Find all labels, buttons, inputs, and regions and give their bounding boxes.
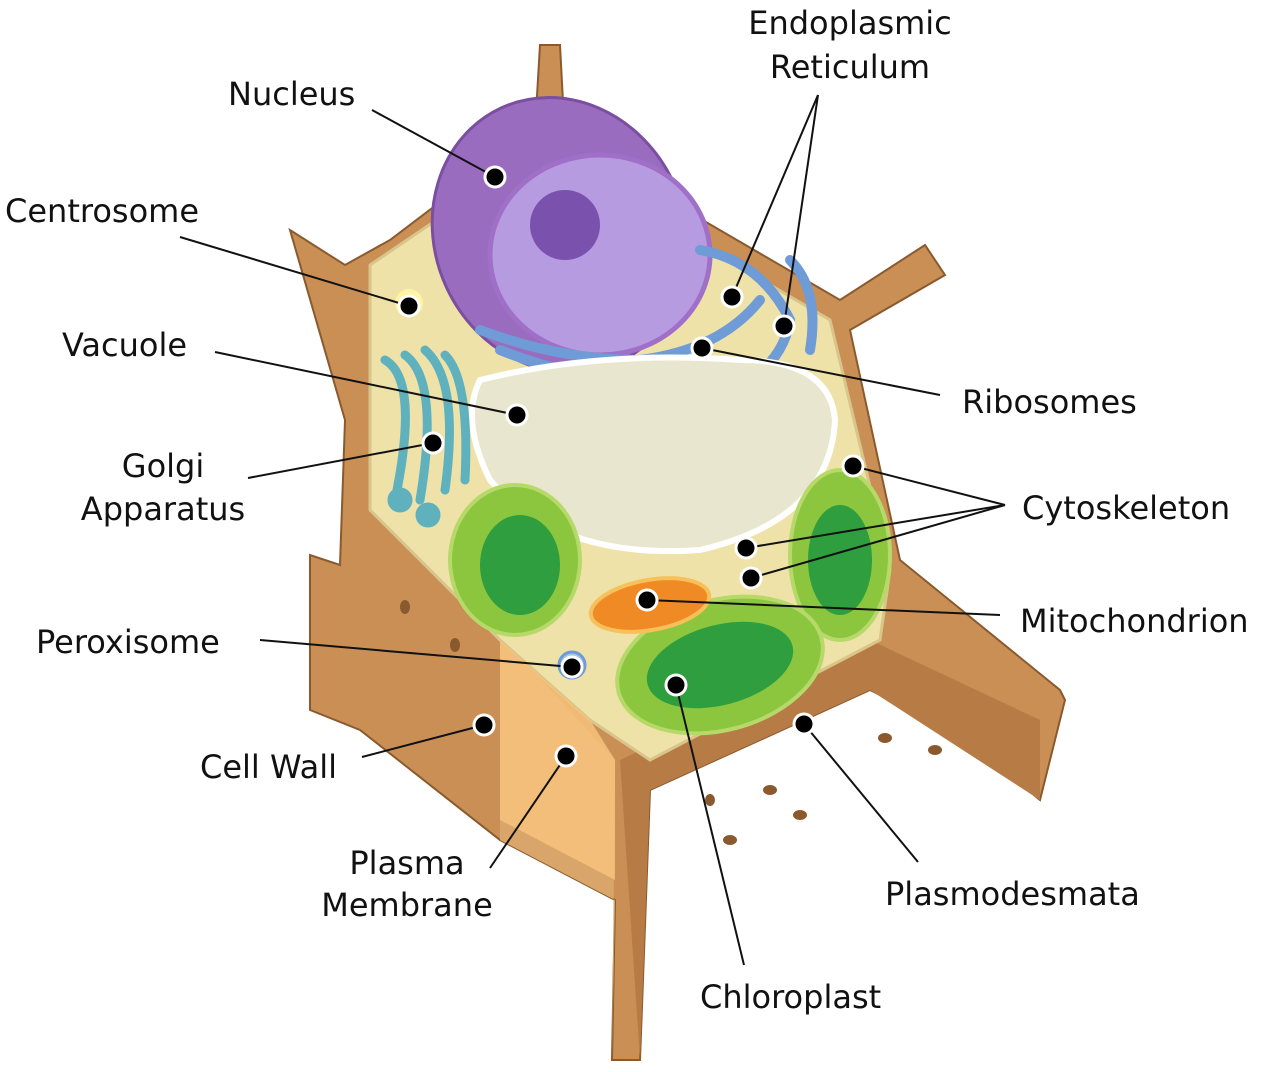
label-peroxisome: Peroxisome (36, 623, 220, 661)
leader-lines (179, 94, 1006, 966)
label-mitochondrion: Mitochondrion (1020, 602, 1249, 640)
label-er-line1: Endoplasmic (748, 4, 952, 42)
chloroplast-dot (664, 673, 688, 697)
er-dot-2 (772, 314, 796, 338)
label-cell-wall: Cell Wall (200, 748, 337, 786)
label-ribosomes: Ribosomes (962, 383, 1137, 421)
cytoskeleton-dot-3 (739, 566, 763, 590)
plasma-membrane-dot (554, 744, 578, 768)
cytoskeleton-dot-1 (841, 454, 865, 478)
golgi-dot (421, 431, 445, 455)
centrosome-dot (397, 294, 421, 318)
vacuole-dot (505, 403, 529, 427)
label-nucleus: Nucleus (228, 75, 355, 113)
label-vacuole: Vacuole (62, 326, 187, 364)
label-plasma-line1: Plasma (349, 844, 464, 882)
pointer-dots (397, 165, 865, 768)
label-plasmodesmata: Plasmodesmata (885, 875, 1140, 913)
er-dot-1 (720, 285, 744, 309)
mitochondrion-dot (635, 588, 659, 612)
label-chloroplast: Chloroplast (700, 978, 881, 1016)
peroxisome-dot (560, 655, 584, 679)
chloroplast-left (448, 483, 582, 637)
label-golgi-line1: Golgi (122, 447, 204, 485)
cell-wall-dot (472, 713, 496, 737)
plasmodesmata-pores (400, 600, 942, 845)
nucleus-dot (483, 165, 507, 189)
labels: Nucleus Endoplasmic Reticulum Centrosome… (5, 4, 1249, 1016)
ribosomes-dot (690, 336, 714, 360)
plasmodesmata-dot (792, 712, 816, 736)
label-golgi-line2: Apparatus (81, 490, 245, 528)
cytoskeleton-dot-2 (734, 536, 758, 560)
label-er-line2: Reticulum (770, 48, 930, 86)
label-cytoskeleton: Cytoskeleton (1022, 489, 1230, 527)
label-centrosome: Centrosome (5, 192, 199, 230)
chloroplast-right (788, 468, 892, 642)
label-plasma-line2: Membrane (321, 886, 493, 924)
